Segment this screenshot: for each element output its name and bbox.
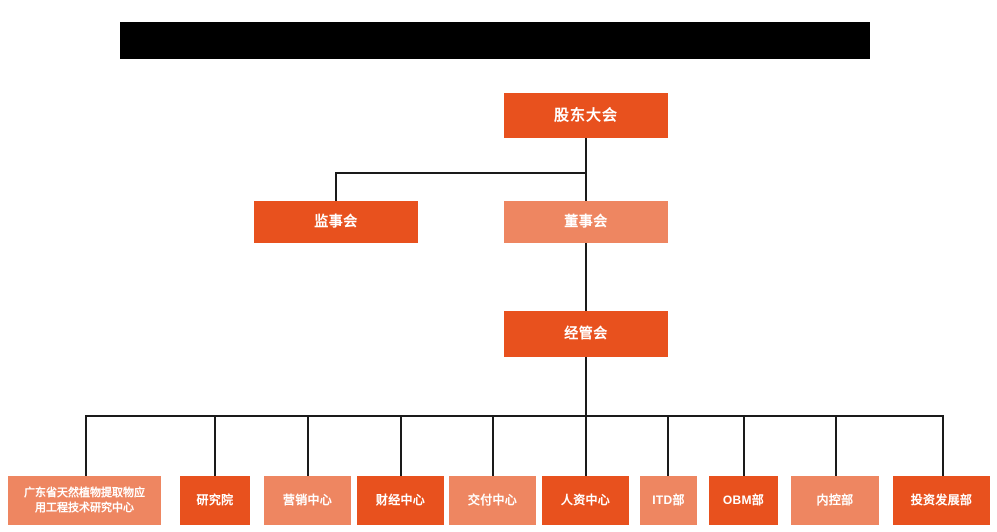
org-node-management[interactable]: 经管会 bbox=[504, 311, 668, 357]
connector-drop-delivery bbox=[492, 415, 494, 476]
org-node-research-center-line2: 用工程技术研究中心 bbox=[35, 501, 134, 514]
org-node-finance[interactable]: 财经中心 bbox=[357, 476, 444, 525]
connector-shareholders-down bbox=[585, 138, 587, 173]
connector-drop-institute bbox=[214, 415, 216, 476]
connector-drop-finance bbox=[400, 415, 402, 476]
connector-drop-research-center bbox=[85, 415, 87, 476]
org-node-supervisors[interactable]: 监事会 bbox=[254, 201, 418, 243]
connector-drop-internal-control bbox=[835, 415, 837, 476]
org-node-shareholders[interactable]: 股东大会 bbox=[504, 93, 668, 138]
org-node-obm[interactable]: OBM部 bbox=[709, 476, 778, 525]
org-node-hr[interactable]: 人资中心 bbox=[542, 476, 629, 525]
connector-to-directors bbox=[585, 172, 587, 201]
org-node-research-center-line1: 广东省天然植物提取物应 bbox=[24, 487, 145, 500]
connector-drop-obm bbox=[743, 415, 745, 476]
connector-directors-to-management bbox=[585, 243, 587, 311]
connector-to-supervisors bbox=[335, 172, 337, 201]
org-node-delivery[interactable]: 交付中心 bbox=[449, 476, 536, 525]
org-node-marketing[interactable]: 营销中心 bbox=[264, 476, 351, 525]
connector-drop-hr bbox=[585, 415, 587, 476]
connector-drop-marketing bbox=[307, 415, 309, 476]
connector-drop-investment bbox=[942, 415, 944, 476]
connector-level2-bar bbox=[335, 172, 587, 174]
connector-management-down bbox=[585, 357, 587, 416]
org-node-directors[interactable]: 董事会 bbox=[504, 201, 668, 243]
org-node-institute[interactable]: 研究院 bbox=[180, 476, 250, 525]
connector-drop-itd bbox=[667, 415, 669, 476]
org-node-internal-control[interactable]: 内控部 bbox=[791, 476, 879, 525]
org-node-research-center[interactable]: 广东省天然植物提取物应 用工程技术研究中心 bbox=[8, 476, 161, 525]
org-node-investment[interactable]: 投资发展部 bbox=[893, 476, 990, 525]
redacted-title-bar bbox=[120, 22, 870, 59]
connector-bottom-bus bbox=[85, 415, 944, 417]
org-node-itd[interactable]: ITD部 bbox=[640, 476, 697, 525]
